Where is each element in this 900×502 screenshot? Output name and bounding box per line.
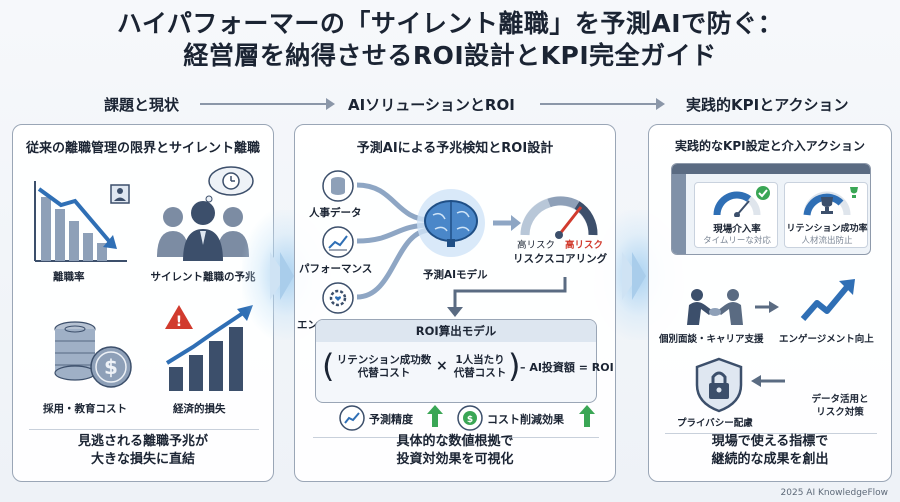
formula-term-b-line-1: 1人当たり	[455, 354, 505, 366]
column-heading-issues: 課題と現状	[104, 96, 180, 114]
formula-paren-open: (	[322, 347, 335, 385]
kpi-sub-talent-outflow-prevention: 人材流出防止	[801, 236, 853, 246]
action-label-engagement-up: エンゲージメント向上	[779, 334, 874, 345]
action-label-individual-support: 個別面談・キャリア支援	[659, 334, 764, 345]
action-label-data-usage: データ活用と	[811, 394, 869, 405]
svg-text:!: !	[176, 314, 182, 330]
label-attrition-rate: 離職率	[53, 271, 85, 283]
column-heading-solution: AIソリューションとROI	[348, 96, 515, 114]
svg-text:$: $	[104, 355, 118, 379]
kpi-dashboard: 現場介入率 タイムリーな対応 リテンション成功率 人材流出防止	[671, 163, 871, 255]
action-arrow-left	[751, 375, 785, 387]
formula-term-a: リテンション成功数 代替コスト	[332, 354, 436, 380]
growth-arrow-icon	[800, 279, 855, 321]
dashboard-titlebar	[672, 164, 870, 174]
kpi-card-retention: リテンション成功率 人材流出防止	[784, 182, 868, 248]
trophy-icon	[803, 191, 851, 216]
accuracy-chart-icon	[339, 405, 365, 431]
svg-text:$: $	[467, 415, 473, 425]
formula-times: ×	[436, 358, 448, 374]
kpi-label-retention-rate: リテンション成功率	[786, 224, 868, 234]
solution-summary: 具体的な数値根拠で 投資対効果を可視化	[295, 433, 615, 469]
roi-model-title: ROI算出モデル	[316, 320, 596, 342]
kpi-summary-line-1: 現場で使える指標で	[711, 434, 829, 449]
privacy-shield-icon	[695, 357, 743, 413]
flow-arrow-line-1	[200, 103, 328, 105]
title-line-1: ハイパフォーマーの「サイレント離職」を予測AIで防ぐ：	[116, 9, 784, 38]
chevron-right-icon-2	[280, 252, 294, 300]
gauge-to-roi-arrow	[447, 277, 567, 317]
ai-brain-icon	[417, 189, 485, 257]
formula-term-b-line-2: 代替コスト	[453, 367, 507, 379]
performance-chart-icon	[322, 226, 354, 258]
gauge-label-left: 高リスク	[517, 240, 556, 251]
input-label-hr-data: 人事データ	[309, 207, 362, 219]
input-label-performance: パフォーマンス	[299, 263, 373, 275]
label-hiring-training-cost: 採用・教育コスト	[43, 403, 127, 415]
flow-arrow-head-1	[326, 98, 335, 110]
solution-summary-line-1: 具体的な数値根拠で	[396, 434, 514, 449]
economic-loss-icon: !	[165, 305, 253, 391]
flow-arrow-line-2	[540, 103, 658, 105]
issues-divider	[29, 429, 259, 430]
formula-term-b: 1人当たり 代替コスト	[448, 354, 512, 380]
chevron-right-icon-4	[632, 252, 646, 300]
database-icon	[322, 170, 354, 202]
issues-summary-line-1: 見逃される離職予兆が	[77, 434, 208, 449]
kpi-summary-line-2: 継続的な成果を創出	[711, 452, 829, 467]
label-economic-loss: 経済的損失	[173, 403, 226, 415]
model-to-gauge-arrow	[493, 215, 521, 231]
cost-coin-icon: $	[457, 405, 483, 431]
footer-credit: 2025 AI KnowledgeFlow	[780, 488, 888, 498]
arrow-up-icon	[427, 405, 443, 427]
action-label-risk-measures: リスク対策	[816, 407, 864, 418]
formula-rest: – AI投資額 = ROI	[520, 361, 614, 374]
issues-summary-line-2: 大きな損失に直結	[90, 452, 195, 467]
issues-summary: 見逃される離職予兆が 大きな損失に直結	[13, 433, 273, 469]
dashboard-sidebar	[672, 174, 686, 254]
kpi-divider	[665, 433, 877, 434]
action-arrow-right	[755, 301, 779, 313]
kpi-panel: 実践的なKPI設定と介入アクション 現場介入率 タイムリーな対応	[648, 124, 892, 482]
declining-chart-icon	[34, 181, 130, 262]
kpi-panel-title: 実践的なKPI設定と介入アクション	[675, 139, 865, 153]
formula-term-a-line-1: リテンション成功数	[336, 354, 432, 366]
gauge-label-right: 高リスク	[565, 240, 604, 251]
silent-quitting-people-icon	[157, 166, 254, 261]
action-label-privacy: プライバシー配慮	[677, 418, 753, 429]
check-icon	[756, 186, 770, 200]
solution-panel-title: 予測AIによる予兆検知とROI設計	[356, 141, 554, 156]
kpi-sub-timely-response: タイムリーな対応	[703, 236, 771, 246]
kpi-summary: 現場で使える指標で 継続的な成果を創出	[649, 433, 891, 469]
mini-trophy-icon	[850, 187, 858, 198]
metric-label-cost-reduction: コスト削減効果	[487, 413, 564, 426]
issues-panel: 従来の離職管理の限界とサイレント離職 離職率 サイレント離職の予兆	[12, 124, 274, 482]
kpi-card-intervention: 現場介入率 タイムリーな対応	[694, 182, 778, 248]
label-silent-quitting-signs: サイレント離職の予兆	[150, 271, 256, 283]
roi-model-box: ROI算出モデル ( リテンション成功数 代替コスト × 1人当たり 代替コスト…	[315, 319, 614, 403]
page-title: ハイパフォーマーの「サイレント離職」を予測AIで防ぐ： 経営層を納得させるROI…	[0, 8, 900, 72]
title-line-2: 経営層を納得させるROI設計とKPI完全ガイド	[183, 41, 717, 70]
risk-gauge-icon	[520, 196, 598, 239]
solution-divider	[313, 437, 599, 438]
intervention-gauge-icon	[713, 191, 761, 217]
gauge-label-risk-scoring: リスクスコアリング	[513, 253, 608, 265]
formula-paren-close: )	[508, 347, 521, 385]
flow-arrow-head-2	[656, 98, 665, 110]
arrow-up-icon-2	[579, 405, 595, 427]
solution-panel: 予測AIによる予兆検知とROI設計 人事データ パフォーマンス エンゲージメント…	[294, 124, 616, 482]
handshake-icon	[687, 289, 743, 325]
formula-term-a-line-2: 代替コスト	[357, 367, 411, 379]
engagement-gear-icon	[322, 282, 354, 314]
issues-panel-title: 従来の離職管理の限界とサイレント離職	[25, 141, 260, 156]
coins-icon: $	[54, 321, 132, 388]
metric-label-accuracy: 予測精度	[369, 413, 413, 426]
column-heading-kpi: 実践的KPIとアクション	[686, 96, 849, 114]
solution-summary-line-2: 投資対効果を可視化	[396, 452, 514, 467]
kpi-label-intervention-rate: 現場介入率	[713, 224, 761, 235]
model-label: 予測AIモデル	[423, 269, 488, 281]
